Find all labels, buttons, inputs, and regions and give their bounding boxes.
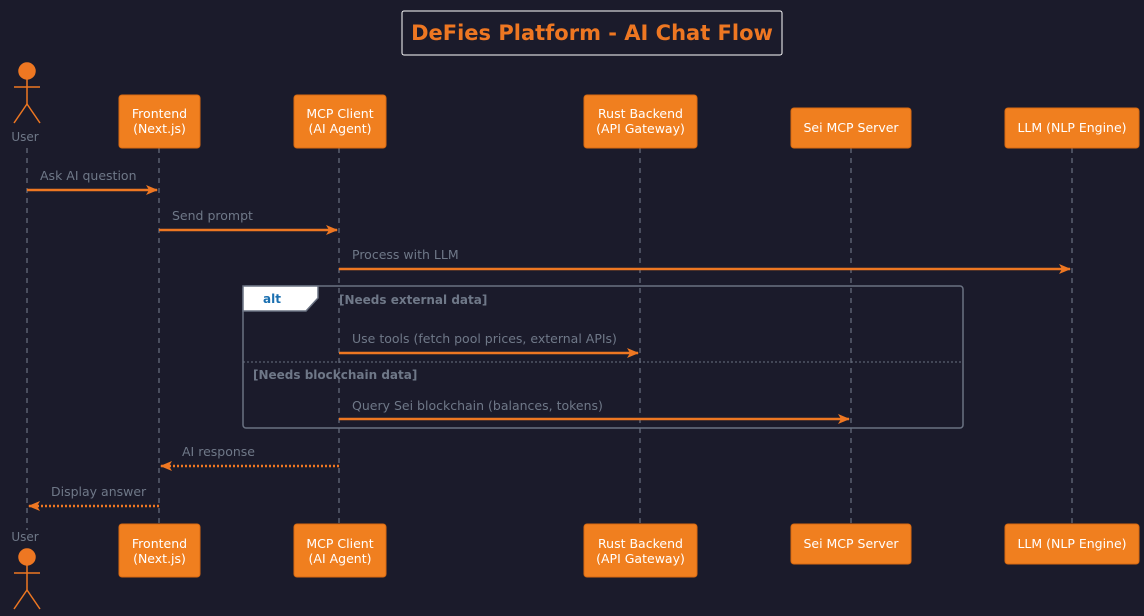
participant-label-line1: MCP Client bbox=[306, 106, 373, 121]
message-display-answer: Display answer bbox=[28, 484, 159, 511]
participant-mcp-client-bottom: MCP Client (AI Agent) bbox=[293, 523, 387, 578]
participants-top: User Frontend (Next.js) MCP Client (AI A… bbox=[11, 62, 1140, 149]
message-use-tools: Use tools (fetch pool prices, external A… bbox=[339, 331, 639, 358]
diagram-title-text: DeFies Platform - AI Chat Flow bbox=[411, 21, 773, 45]
message-label: Display answer bbox=[51, 484, 147, 499]
participant-label-line2: (AI Agent) bbox=[309, 121, 372, 136]
lifelines bbox=[26, 148, 1073, 530]
participant-label-line1: Frontend bbox=[132, 106, 187, 121]
participant-label-line2: (API Gateway) bbox=[596, 551, 685, 566]
participant-label-line2: (API Gateway) bbox=[596, 121, 685, 136]
participant-label-line2: (AI Agent) bbox=[309, 551, 372, 566]
message-label: Process with LLM bbox=[352, 247, 459, 262]
user-icon bbox=[13, 62, 41, 124]
participants-bottom: User Frontend (Next.js) MCP Client (AI A… bbox=[11, 523, 1140, 610]
participant-rust-backend: Rust Backend (API Gateway) bbox=[583, 94, 698, 149]
message-label: Query Sei blockchain (balances, tokens) bbox=[352, 398, 603, 413]
participant-mcp-client: MCP Client (AI Agent) bbox=[293, 94, 387, 149]
participant-label-line1: Sei MCP Server bbox=[803, 536, 899, 551]
participant-sei-mcp-server: Sei MCP Server bbox=[790, 107, 912, 149]
alt-fragment-frame bbox=[242, 285, 964, 429]
message-send-prompt: Send prompt bbox=[159, 208, 338, 235]
participant-label-line1: Sei MCP Server bbox=[803, 120, 899, 135]
participant-frontend-bottom: Frontend (Next.js) bbox=[118, 523, 201, 578]
message-label: AI response bbox=[182, 444, 255, 459]
participant-label-line1: Rust Backend bbox=[598, 536, 683, 551]
actor-user: User bbox=[11, 62, 41, 144]
message-label: Ask AI question bbox=[40, 168, 137, 183]
message-query-sei-blockchain: Query Sei blockchain (balances, tokens) bbox=[339, 398, 850, 424]
actor-user-bottom: User bbox=[11, 530, 41, 610]
message-label: Send prompt bbox=[172, 208, 253, 223]
actor-label: User bbox=[11, 530, 38, 544]
participant-label-line2: (Next.js) bbox=[133, 121, 186, 136]
diagram-title: DeFies Platform - AI Chat Flow bbox=[401, 10, 783, 56]
participant-llm: LLM (NLP Engine) bbox=[1004, 107, 1140, 149]
alt-fragment-tab bbox=[242, 285, 319, 312]
message-label: Use tools (fetch pool prices, external A… bbox=[352, 331, 617, 346]
participant-sei-mcp-server-bottom: Sei MCP Server bbox=[790, 523, 912, 565]
participant-label-line1: MCP Client bbox=[306, 536, 373, 551]
participant-label-line2: (Next.js) bbox=[133, 551, 186, 566]
user-icon bbox=[13, 548, 41, 610]
message-process-with-llm: Process with LLM bbox=[339, 247, 1071, 274]
actor-label: User bbox=[11, 130, 38, 144]
alt-fragment: alt [Needs external data] [Needs blockch… bbox=[242, 285, 964, 429]
alt-condition-external-data: [Needs external data] bbox=[339, 293, 487, 307]
participant-frontend: Frontend (Next.js) bbox=[118, 94, 201, 149]
participant-label-line1: LLM (NLP Engine) bbox=[1017, 536, 1126, 551]
participant-label-line1: LLM (NLP Engine) bbox=[1017, 120, 1126, 135]
messages: Ask AI question Send prompt Process with… bbox=[27, 168, 1071, 511]
participant-rust-backend-bottom: Rust Backend (API Gateway) bbox=[583, 523, 698, 578]
participant-label-line1: Frontend bbox=[132, 536, 187, 551]
message-ai-response: AI response bbox=[160, 444, 339, 471]
alt-condition-blockchain-data: [Needs blockchain data] bbox=[253, 368, 417, 382]
message-ask-ai-question: Ask AI question bbox=[27, 168, 158, 195]
participant-label-line1: Rust Backend bbox=[598, 106, 683, 121]
alt-fragment-keyword: alt bbox=[263, 292, 281, 306]
participant-llm-bottom: LLM (NLP Engine) bbox=[1004, 523, 1140, 565]
